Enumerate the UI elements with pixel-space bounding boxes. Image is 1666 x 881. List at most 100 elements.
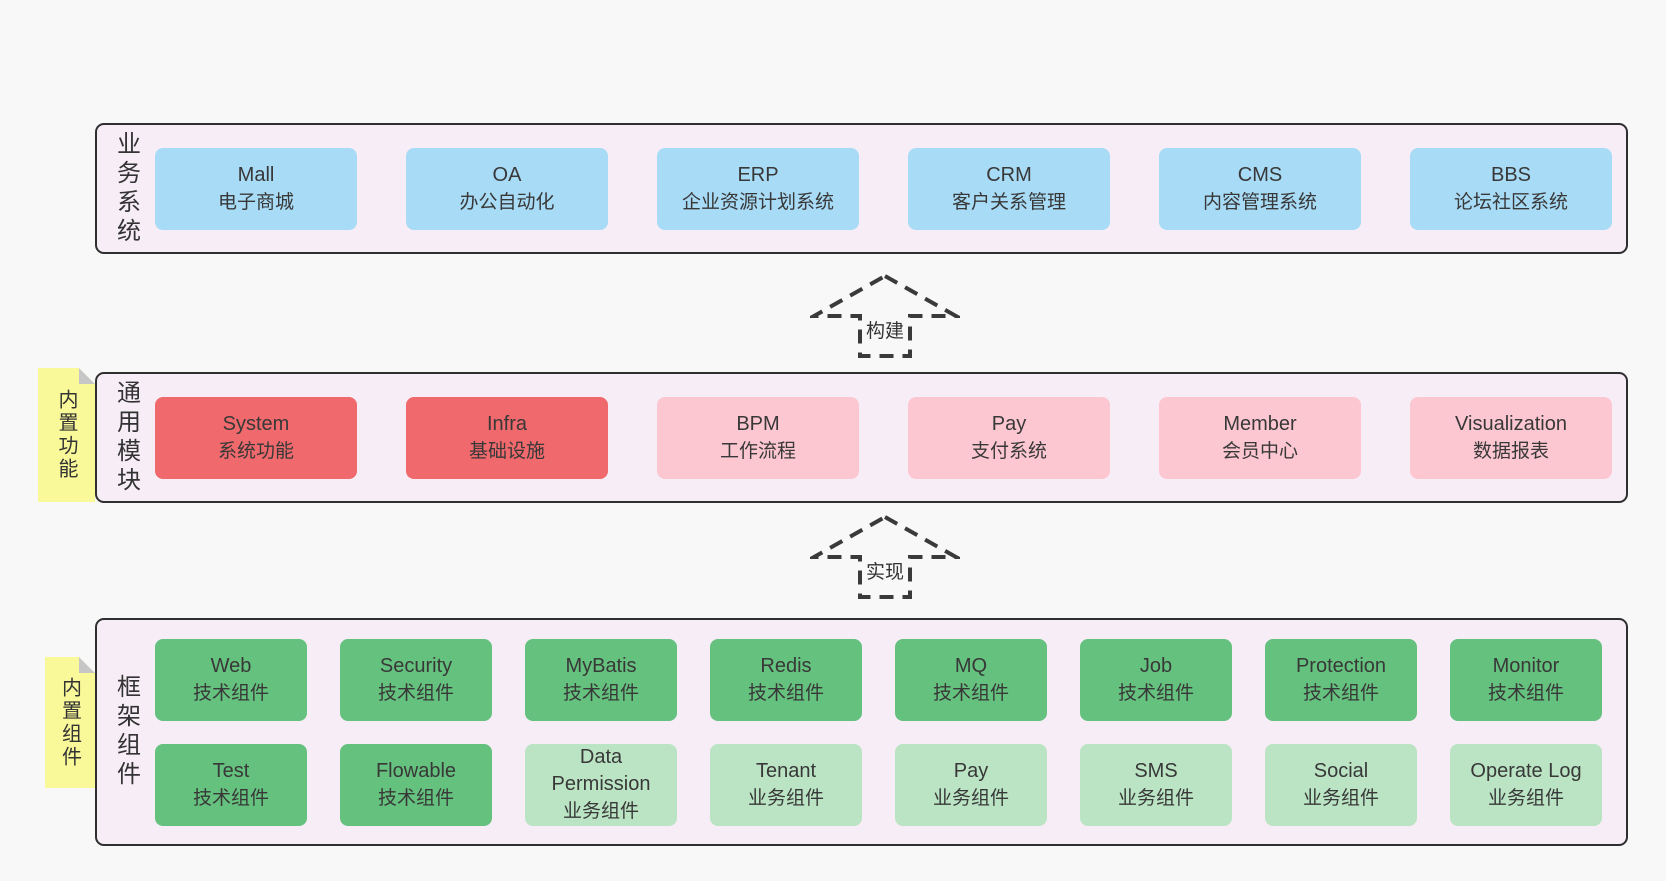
box-desc: 企业资源计划系统 bbox=[681, 191, 834, 213]
box-name: CRM bbox=[986, 163, 1032, 186]
erp-box: ERP 企业资源计划系统 bbox=[657, 147, 859, 230]
tech-components-row: Web 技术组件 Security 技术组件 MyBatis 技术组件 Redi… bbox=[155, 638, 1602, 721]
box-name: Monitor bbox=[1492, 654, 1560, 677]
implement-arrow-label: 实现 bbox=[862, 557, 908, 584]
box-name: Social bbox=[1313, 759, 1369, 782]
builtin-features-label: 内置功能 bbox=[55, 389, 77, 481]
box-name: OA bbox=[492, 163, 522, 186]
box-desc: 业务组件 bbox=[1302, 787, 1379, 809]
pay-module-box: Pay 支付系统 bbox=[908, 396, 1110, 479]
operate-log-box: Operate Log 业务组件 bbox=[1450, 743, 1602, 826]
box-desc: 系统功能 bbox=[217, 440, 294, 462]
box-name: MyBatis bbox=[565, 654, 637, 677]
box-name: Redis bbox=[760, 654, 812, 677]
box-desc: 论坛社区系统 bbox=[1453, 191, 1568, 213]
builtin-features-sticky: 内置功能 bbox=[38, 368, 95, 502]
bbs-box: BBS 论坛社区系统 bbox=[1410, 147, 1612, 230]
protection-box: Protection 技术组件 bbox=[1265, 638, 1417, 721]
box-name: Pay bbox=[991, 412, 1027, 435]
box-name: Job bbox=[1139, 654, 1173, 677]
box-name: Security bbox=[379, 654, 453, 677]
box-name: Data Permission bbox=[551, 746, 651, 795]
pay-component-box: Pay 业务组件 bbox=[895, 743, 1047, 826]
flowable-box: Flowable 技术组件 bbox=[340, 743, 492, 826]
biz-components-row: Test 技术组件 Flowable 技术组件 Data Permission … bbox=[155, 743, 1602, 826]
box-desc: 技术组件 bbox=[377, 682, 454, 704]
box-desc: 工作流程 bbox=[719, 440, 796, 462]
box-name: ERP bbox=[737, 163, 779, 186]
box-desc: 业务组件 bbox=[562, 801, 639, 822]
box-desc: 技术组件 bbox=[747, 682, 824, 704]
box-name: CMS bbox=[1237, 163, 1283, 186]
tenant-box: Tenant 业务组件 bbox=[710, 743, 862, 826]
box-desc: 内容管理系统 bbox=[1202, 191, 1317, 213]
common-modules-section: 通用模块 System 系统功能 Infra 基础设施 BPM 工作流程 Pay… bbox=[95, 372, 1628, 503]
mybatis-box: MyBatis 技术组件 bbox=[525, 638, 677, 721]
box-name: Visualization bbox=[1455, 412, 1567, 435]
bpm-box: BPM 工作流程 bbox=[657, 396, 859, 479]
box-name: Flowable bbox=[375, 759, 457, 782]
box-desc: 基础设施 bbox=[468, 440, 545, 462]
box-desc: 客户关系管理 bbox=[951, 191, 1066, 213]
box-desc: 业务组件 bbox=[747, 787, 824, 809]
box-desc: 技术组件 bbox=[1487, 682, 1564, 704]
box-desc: 技术组件 bbox=[192, 682, 269, 704]
box-name: MQ bbox=[954, 654, 988, 677]
box-desc: 技术组件 bbox=[377, 787, 454, 809]
box-desc: 数据报表 bbox=[1472, 440, 1549, 462]
box-desc: 技术组件 bbox=[1302, 682, 1379, 704]
redis-box: Redis 技术组件 bbox=[710, 638, 862, 721]
box-desc: 业务组件 bbox=[1487, 787, 1564, 809]
box-name: SMS bbox=[1134, 759, 1178, 782]
common-modules-row: System 系统功能 Infra 基础设施 BPM 工作流程 Pay 支付系统… bbox=[155, 396, 1612, 479]
build-arrow-label: 构建 bbox=[862, 316, 908, 343]
box-desc: 办公自动化 bbox=[459, 191, 555, 213]
box-name: Test bbox=[212, 759, 250, 782]
business-systems-section: 业务系统 Mall 电子商城 OA 办公自动化 ERP 企业资源计划系统 CRM… bbox=[95, 123, 1628, 254]
box-desc: 技术组件 bbox=[192, 787, 269, 809]
system-box: System 系统功能 bbox=[155, 396, 357, 479]
box-name: Infra bbox=[486, 412, 528, 435]
security-box: Security 技术组件 bbox=[340, 638, 492, 721]
box-name: Pay bbox=[953, 759, 989, 782]
mq-box: MQ 技术组件 bbox=[895, 638, 1047, 721]
mall-box: Mall 电子商城 bbox=[155, 147, 357, 230]
business-systems-row: Mall 电子商城 OA 办公自动化 ERP 企业资源计划系统 CRM 客户关系… bbox=[155, 147, 1612, 230]
box-name: BPM bbox=[736, 412, 780, 435]
social-box: Social 业务组件 bbox=[1265, 743, 1417, 826]
box-desc: 技术组件 bbox=[562, 682, 639, 704]
implement-arrow: 实现 bbox=[810, 513, 960, 601]
monitor-box: Monitor 技术组件 bbox=[1450, 638, 1602, 721]
framework-components-label: 框架组件 bbox=[112, 674, 140, 790]
visualization-box: Visualization 数据报表 bbox=[1410, 396, 1612, 479]
box-desc: 技术组件 bbox=[932, 682, 1009, 704]
infra-box: Infra 基础设施 bbox=[406, 396, 608, 479]
web-box: Web 技术组件 bbox=[155, 638, 307, 721]
sms-box: SMS 业务组件 bbox=[1080, 743, 1232, 826]
box-name: Member bbox=[1223, 412, 1297, 435]
box-desc: 业务组件 bbox=[932, 787, 1009, 809]
oa-box: OA 办公自动化 bbox=[406, 147, 608, 230]
box-name: BBS bbox=[1490, 163, 1532, 186]
job-box: Job 技术组件 bbox=[1080, 638, 1232, 721]
box-desc: 支付系统 bbox=[970, 440, 1047, 462]
box-desc: 电子商城 bbox=[217, 191, 294, 213]
framework-components-section: 框架组件 Web 技术组件 Security 技术组件 MyBatis 技术组件… bbox=[95, 618, 1628, 846]
data-permission-box: Data Permission 业务组件 bbox=[525, 743, 677, 826]
box-desc: 技术组件 bbox=[1117, 682, 1194, 704]
member-box: Member 会员中心 bbox=[1159, 396, 1361, 479]
build-arrow: 构建 bbox=[810, 272, 960, 360]
folded-corner-icon bbox=[79, 368, 95, 384]
box-name: Operate Log bbox=[1470, 759, 1582, 782]
common-modules-label: 通用模块 bbox=[112, 379, 140, 496]
builtin-components-label: 内置组件 bbox=[58, 676, 81, 769]
box-name: Web bbox=[210, 654, 252, 677]
up-arrow-icon bbox=[810, 273, 960, 358]
box-desc: 会员中心 bbox=[1221, 440, 1298, 462]
cms-box: CMS 内容管理系统 bbox=[1159, 147, 1361, 230]
business-systems-label: 业务系统 bbox=[112, 130, 140, 247]
up-arrow-icon bbox=[810, 514, 960, 599]
box-name: Protection bbox=[1295, 654, 1387, 677]
box-name: System bbox=[222, 412, 290, 435]
